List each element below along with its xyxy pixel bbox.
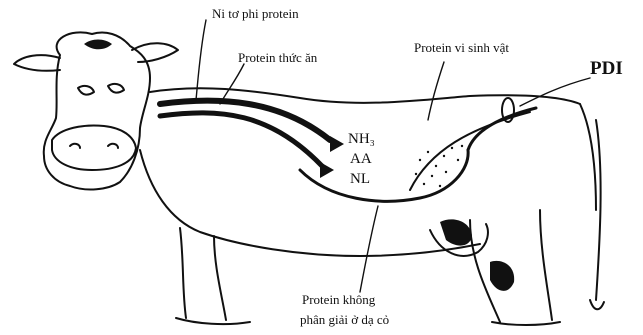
label-microbial-protein: Protein vi sinh vật bbox=[414, 40, 509, 56]
label-feed-protein: Protein thức ăn bbox=[238, 50, 317, 66]
label-non-protein-nitrogen: Ni tơ phi protein bbox=[212, 6, 299, 22]
arrow-heads bbox=[320, 136, 344, 178]
label-undegraded-protein-line2: phân giải ở dạ cỏ bbox=[300, 312, 389, 328]
label-nl: NL bbox=[350, 172, 370, 188]
digestive-tract bbox=[160, 20, 590, 292]
label-undegraded-protein-line1: Protein không bbox=[302, 292, 375, 308]
label-nh3: NH₃ bbox=[348, 132, 375, 148]
label-pdi: PDI bbox=[590, 58, 623, 80]
label-aa: AA bbox=[350, 152, 372, 168]
